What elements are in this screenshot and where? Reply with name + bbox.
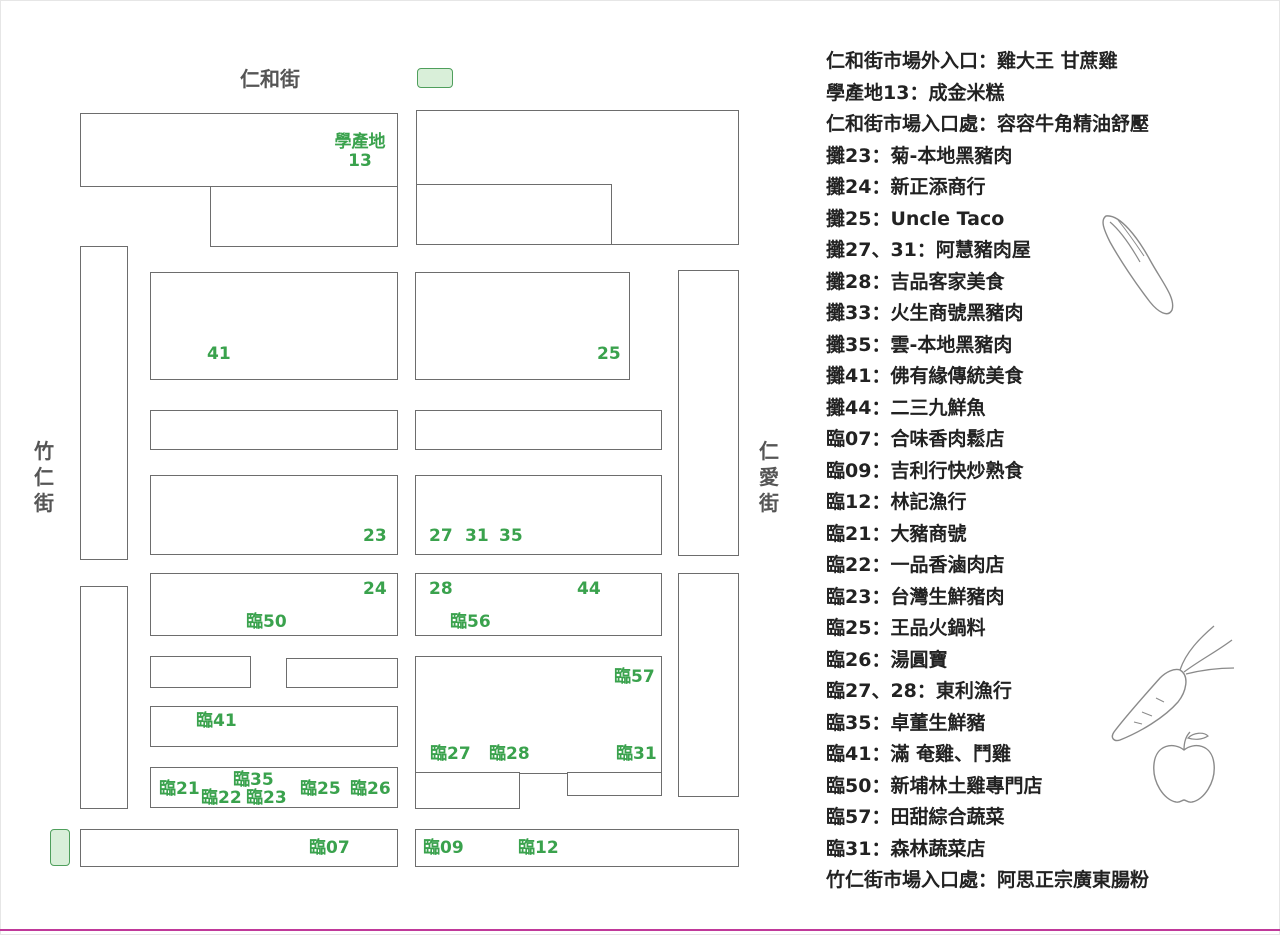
block-41 — [150, 272, 398, 380]
label-stall-24[interactable]: 24 — [363, 579, 387, 599]
legend-item: 臨41：滿 奄雞、鬥雞 — [826, 743, 1012, 765]
legend-item: 攤41：佛有緣傳統美食 — [826, 365, 1024, 387]
label-temp-56[interactable]: 臨56 — [450, 612, 491, 632]
legend-item: 臨21：大豬商號 — [826, 522, 967, 545]
label-temp-25[interactable]: 臨25 — [300, 779, 341, 799]
entrance-north-marker[interactable] — [417, 68, 453, 88]
street-west: 竹仁街 — [34, 439, 54, 515]
legend-item: 仁和街市場外入口：雞大王 甘蔗雞 — [826, 50, 1118, 72]
legend-item: 攤35：雲-本地黑豬肉 — [826, 333, 1013, 356]
bottom-divider — [0, 929, 1280, 931]
block-top-left-lower — [210, 186, 398, 247]
block-l09-l12 — [415, 829, 739, 867]
legend-item: 臨27、28：東利漁行 — [826, 680, 1012, 702]
legend-item: 臨12：林記漁行 — [826, 491, 967, 513]
label-temp-09[interactable]: 臨09 — [423, 838, 464, 858]
column-west-lower — [80, 586, 128, 809]
label-temp-12[interactable]: 臨12 — [518, 838, 559, 858]
block-small-c — [415, 772, 520, 809]
cucumber-icon — [1102, 215, 1174, 315]
column-west-upper — [80, 246, 128, 560]
block-top-right-inner — [416, 184, 612, 245]
block-l21-row — [150, 767, 398, 808]
legend-item: 臨31：森林蔬菜店 — [826, 837, 986, 860]
legend-item: 臨23：台灣生鮮豬肉 — [826, 585, 1005, 608]
block-25 — [415, 272, 630, 380]
label-temp-57[interactable]: 臨57 — [614, 667, 655, 687]
block-l07 — [80, 829, 398, 867]
block-strip-right — [415, 410, 662, 450]
label-stall-27[interactable]: 27 — [429, 526, 453, 546]
label-temp-50[interactable]: 臨50 — [246, 612, 287, 632]
block-strip-left — [150, 410, 398, 450]
label-temp-23[interactable]: 臨23 — [246, 788, 287, 808]
column-east-upper — [678, 270, 739, 556]
legend-item: 攤44：二三九鮮魚 — [826, 396, 986, 419]
label-temp-28[interactable]: 臨28 — [489, 744, 530, 764]
legend-item: 臨57：田甜綜合蔬菜 — [826, 806, 1005, 828]
legend-item: 攤28：吉品客家美食 — [826, 270, 1005, 293]
label-temp-22[interactable]: 臨22 — [201, 788, 242, 808]
legend-item: 竹仁街市場入口處：阿思正宗廣東腸粉 — [826, 869, 1150, 891]
legend-item: 臨25：王品火鍋料 — [826, 617, 986, 639]
block-l41 — [150, 706, 398, 747]
legend-item: 臨09：吉利行快炒熟食 — [826, 459, 1024, 482]
stall-legend: 仁和街市場外入口：雞大王 甘蔗雞 學產地13：成金米糕 仁和街市場入口處：容容牛… — [826, 46, 1266, 897]
apple-icon — [1153, 731, 1215, 803]
label-temp-26[interactable]: 臨26 — [350, 779, 391, 799]
label-temp-07[interactable]: 臨07 — [309, 838, 350, 858]
label-xuechandi-13[interactable]: 13 — [348, 151, 372, 171]
legend-item: 學產地13：成金米糕 — [826, 81, 1005, 104]
block-28-44-l56 — [415, 573, 662, 636]
label-stall-41[interactable]: 41 — [207, 344, 231, 364]
label-stall-23[interactable]: 23 — [363, 526, 387, 546]
carrot-icon — [1111, 625, 1235, 742]
legend-item: 攤25：Uncle Taco — [826, 207, 1005, 230]
label-temp-31[interactable]: 臨31 — [616, 744, 657, 764]
label-stall-28[interactable]: 28 — [429, 579, 453, 599]
label-temp-41[interactable]: 臨41 — [196, 711, 237, 731]
column-east-lower — [678, 573, 739, 797]
block-small-b — [286, 658, 398, 688]
block-l57 — [415, 656, 662, 774]
legend-item: 臨26：湯圓寶 — [826, 648, 948, 671]
legend-item: 臨07：合味香肉鬆店 — [826, 428, 1005, 450]
label-xuechandi[interactable]: 學產地 — [334, 132, 386, 152]
label-temp-35[interactable]: 臨35 — [233, 770, 274, 790]
label-temp-27[interactable]: 臨27 — [430, 744, 471, 764]
block-27-31-35 — [415, 475, 662, 555]
label-stall-35[interactable]: 35 — [499, 526, 523, 546]
legend-item: 攤27、31：阿慧豬肉屋 — [826, 239, 1031, 261]
street-east: 仁愛街 — [759, 439, 779, 515]
block-23 — [150, 475, 398, 555]
label-temp-21[interactable]: 臨21 — [159, 779, 200, 799]
legend-item: 攤23：菊-本地黑豬肉 — [826, 144, 1013, 167]
entrance-west-marker[interactable] — [50, 829, 70, 866]
legend-item: 攤33：火生商號黑豬肉 — [826, 302, 1024, 324]
label-stall-31[interactable]: 31 — [465, 526, 489, 546]
block-small-a — [150, 656, 251, 688]
label-stall-25[interactable]: 25 — [597, 344, 621, 364]
legend-item: 攤24：新正添商行 — [826, 176, 986, 198]
legend-item: 仁和街市場入口處：容容牛角精油舒壓 — [826, 113, 1150, 135]
street-north: 仁和街 — [240, 67, 300, 91]
legend-item: 臨50：新埔林土雞專門店 — [826, 774, 1043, 797]
block-small-d — [567, 772, 662, 796]
block-24-l50 — [150, 573, 398, 636]
legend-item: 臨22：一品香滷肉店 — [826, 554, 1005, 576]
label-stall-44[interactable]: 44 — [577, 579, 601, 599]
legend-item: 臨35：卓董生鮮豬 — [826, 711, 986, 734]
